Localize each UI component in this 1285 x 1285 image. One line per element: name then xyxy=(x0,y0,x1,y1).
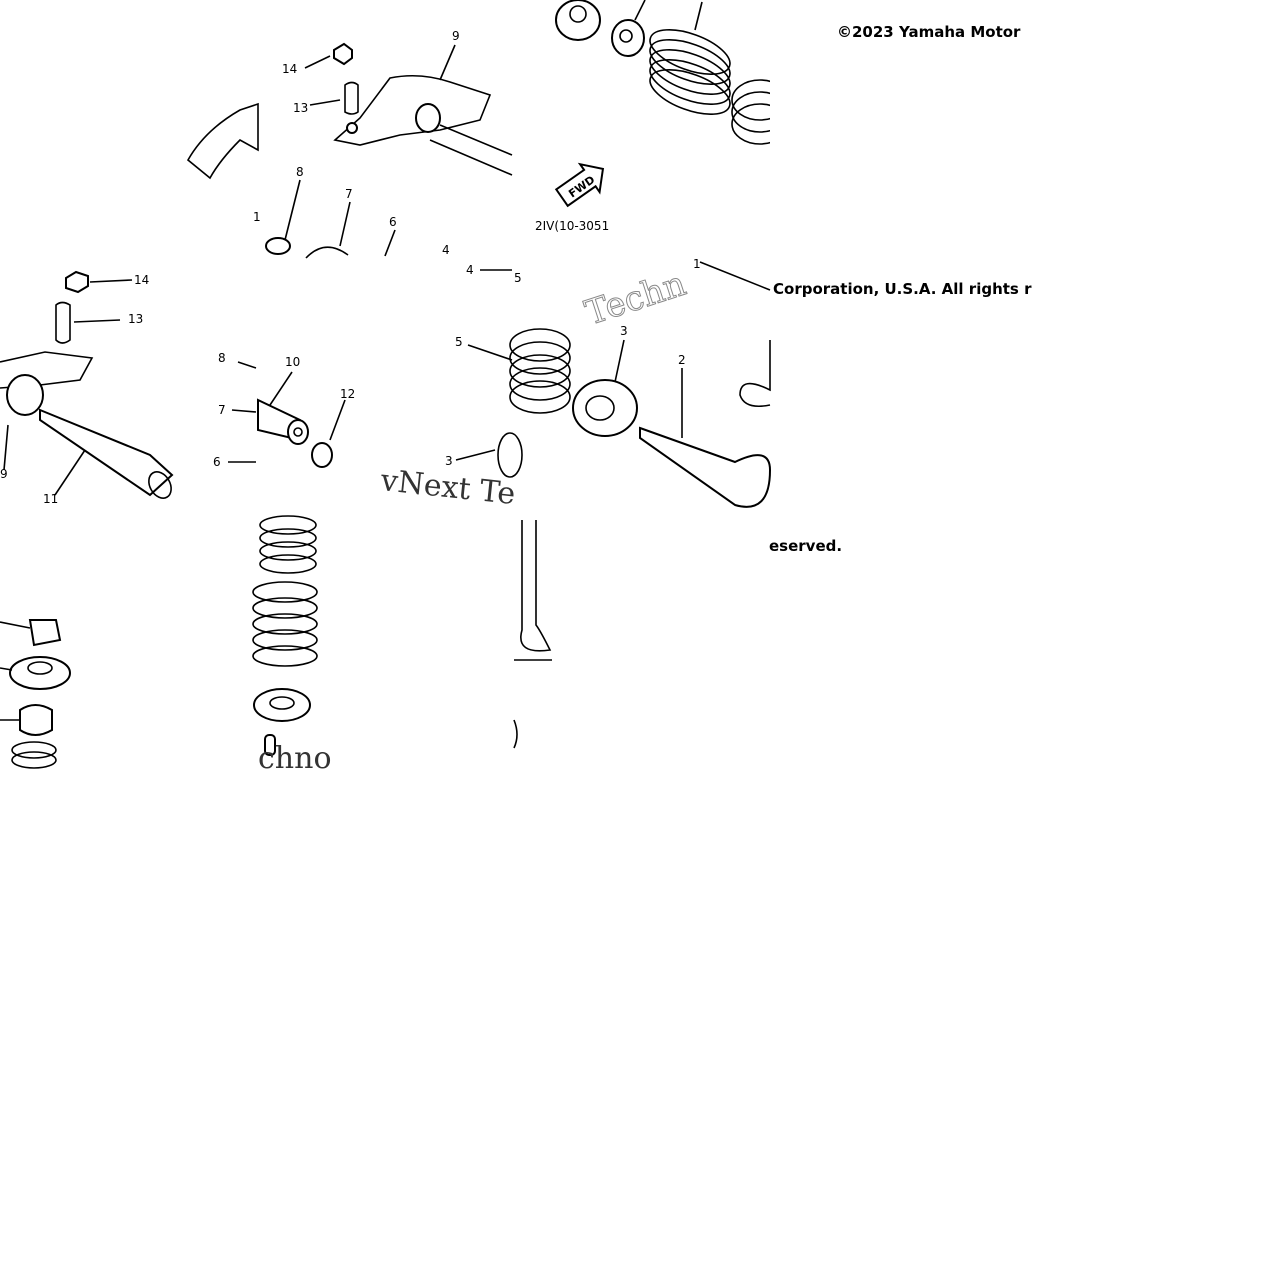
valve-tile: 4 5 5 3 2 3 1 xyxy=(445,257,772,508)
stem-seal xyxy=(19,704,53,736)
callout-2: 2 xyxy=(678,353,686,367)
rocker-shaft xyxy=(39,408,174,497)
adjust-screw xyxy=(344,81,359,115)
callout-5b: 5 xyxy=(455,335,463,349)
callout-11: 11 xyxy=(43,492,58,506)
callout-5: 5 xyxy=(514,271,522,285)
callout-14: 14 xyxy=(282,62,297,76)
callout-9b: 9 xyxy=(0,467,8,481)
copyright-line-3: eserved. xyxy=(769,537,843,555)
callout-14b: 14 xyxy=(134,273,149,287)
callout-6: 6 xyxy=(389,215,397,229)
callout-13: 13 xyxy=(293,101,308,115)
callout-4d: 4 xyxy=(466,263,474,277)
copyright-line-2: Corporation, U.S.A. All rights r xyxy=(773,280,1032,298)
valve-spring-2 xyxy=(509,328,571,414)
callout-1d: 1 xyxy=(693,257,701,271)
adjust-screw-2 xyxy=(55,301,71,344)
valve xyxy=(639,426,772,508)
callout-7c: 7 xyxy=(218,403,226,417)
callout-8c: 8 xyxy=(218,351,226,365)
valve-cap xyxy=(28,619,62,647)
rocker-arm-tile-mid: 14 13 9 11 xyxy=(0,270,174,506)
copyright-line-1: ©2023 Yamaha Motor xyxy=(837,23,1021,41)
lower-middle-tile xyxy=(252,515,318,756)
callout-12: 12 xyxy=(340,387,355,401)
spring-retainer xyxy=(572,379,638,437)
callout-7: 7 xyxy=(345,187,353,201)
lower-left-tile xyxy=(0,619,71,769)
valve-spring-4 xyxy=(252,581,318,667)
callout-6c: 6 xyxy=(213,455,221,469)
callout-3: 3 xyxy=(620,324,628,338)
callout-1: 1 xyxy=(253,210,261,224)
watermark-3: chno xyxy=(258,741,332,776)
fwd-arrow: FWD xyxy=(554,162,605,208)
watermark-2: vNext Te xyxy=(378,463,517,512)
rocker-arm-tile-top: 14 13 9 8 7 6 4 1 xyxy=(186,29,513,259)
lifter-tile: 8 10 7 12 6 xyxy=(213,351,355,469)
retainer xyxy=(9,656,71,690)
callout-13b: 13 xyxy=(128,312,143,326)
valve-spring-tile-top: FWD 2IV(10-3051 xyxy=(535,0,850,250)
callout-8: 8 xyxy=(296,165,304,179)
callout-3b: 3 xyxy=(445,454,453,468)
valve-spring-3 xyxy=(259,515,317,574)
valve-spring xyxy=(649,29,731,115)
figure-code: 2IV(10-3051 xyxy=(535,219,609,233)
spring-seat xyxy=(555,0,601,41)
rocker-arm xyxy=(333,74,492,146)
callout-10: 10 xyxy=(285,355,300,369)
callout-9: 9 xyxy=(452,29,460,43)
callout-4: 4 xyxy=(442,243,450,257)
lower-valve-tile xyxy=(513,520,552,749)
lock-nut xyxy=(333,42,353,66)
lock-nut-2 xyxy=(65,270,89,294)
o-ring xyxy=(311,442,333,468)
watermark-1: Techn xyxy=(580,264,690,334)
